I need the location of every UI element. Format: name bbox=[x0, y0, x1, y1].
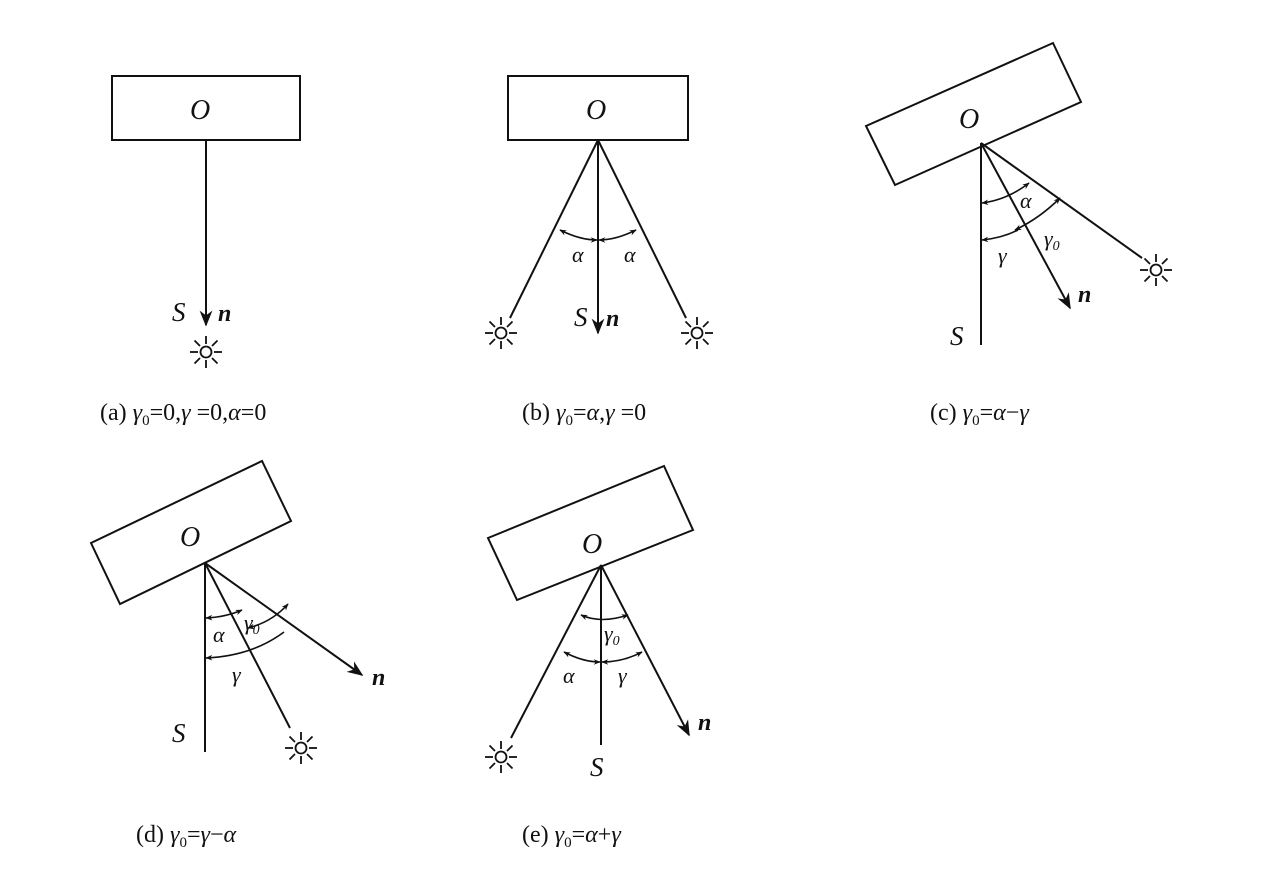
angle-arc-alpha bbox=[563, 651, 601, 665]
gamma-label: γ bbox=[618, 663, 628, 688]
alpha-label: α bbox=[563, 663, 575, 688]
panel-d: O α γ0 γ n S (d) γ0=γ−α bbox=[89, 459, 385, 851]
angle-arc-gamma bbox=[205, 631, 285, 661]
gamma0-label: γ0 bbox=[604, 621, 620, 649]
object-label: O bbox=[586, 95, 606, 126]
sensor-label: S bbox=[172, 297, 186, 327]
sun-icon bbox=[189, 335, 223, 369]
gamma0-label: γ0 bbox=[244, 610, 260, 638]
sensor-label: S bbox=[574, 302, 588, 332]
normal-label: n bbox=[218, 301, 231, 327]
angle-arc-gamma bbox=[981, 229, 1019, 243]
angle-arc-gamma bbox=[601, 651, 643, 665]
panel-c: O α γ0 γ n S (c) γ0=α−γ bbox=[864, 41, 1173, 429]
object-box bbox=[89, 459, 293, 606]
panel-e: O γ0 α γ n S (e) γ0=α+γ bbox=[484, 464, 711, 851]
caption-b: (b) γ0=α,γ =0 bbox=[522, 400, 646, 429]
sun-icon bbox=[484, 740, 518, 774]
source-line bbox=[510, 564, 602, 739]
sun-icon-left bbox=[484, 316, 518, 350]
sensor-label: S bbox=[950, 321, 964, 351]
alpha-label-left: α bbox=[572, 242, 584, 267]
angle-arc-left bbox=[559, 229, 598, 243]
panel-b: O α α S n (b) γ0=α,γ =0 bbox=[484, 75, 714, 429]
angle-arc-alpha bbox=[981, 182, 1030, 206]
source-line bbox=[204, 562, 291, 729]
normal-label: n bbox=[372, 665, 385, 691]
caption-e: (e) γ0=α+γ bbox=[522, 822, 621, 851]
sensor-label: S bbox=[172, 718, 186, 748]
gamma0-label: γ0 bbox=[1044, 226, 1060, 254]
sun-icon bbox=[1139, 253, 1173, 287]
object-label: O bbox=[180, 522, 200, 553]
caption-c: (c) γ0=α−γ bbox=[930, 400, 1029, 429]
object-box bbox=[864, 41, 1083, 187]
sensor-label: S bbox=[590, 752, 604, 782]
source-line-right bbox=[597, 139, 687, 319]
sun-icon-right bbox=[680, 316, 714, 350]
object-label: O bbox=[190, 95, 210, 126]
source-line bbox=[980, 142, 1143, 259]
object-label: O bbox=[582, 529, 602, 560]
caption-a: (a) γ0=0,γ =0,α=0 bbox=[100, 400, 266, 429]
normal-label: n bbox=[1078, 282, 1091, 308]
normal-label: n bbox=[698, 710, 711, 736]
angle-arc-gamma0 bbox=[580, 614, 629, 621]
panel-a: O S n (a) γ0=0,γ =0,α=0 bbox=[100, 75, 301, 429]
normal-line bbox=[600, 564, 690, 737]
object-box bbox=[486, 464, 695, 602]
angle-arc-right bbox=[598, 229, 637, 243]
source-line-left bbox=[509, 139, 599, 319]
normal-label: n bbox=[606, 306, 619, 332]
object-box bbox=[507, 75, 689, 141]
gamma-label: γ bbox=[232, 662, 242, 687]
caption-d: (d) γ0=γ−α bbox=[136, 822, 237, 851]
object-label: O bbox=[959, 104, 979, 135]
alpha-label-right: α bbox=[624, 242, 636, 267]
angle-arc-gamma0 bbox=[247, 603, 289, 630]
object-box bbox=[111, 75, 301, 141]
alpha-label: α bbox=[1020, 188, 1032, 213]
gamma-label: γ bbox=[998, 243, 1008, 268]
normal-line bbox=[204, 562, 364, 676]
angle-arc-alpha bbox=[205, 609, 243, 621]
sun-icon bbox=[284, 731, 318, 765]
alpha-label: α bbox=[213, 622, 225, 647]
normal-line bbox=[980, 142, 1071, 310]
angle-arc-gamma0 bbox=[1014, 197, 1061, 231]
